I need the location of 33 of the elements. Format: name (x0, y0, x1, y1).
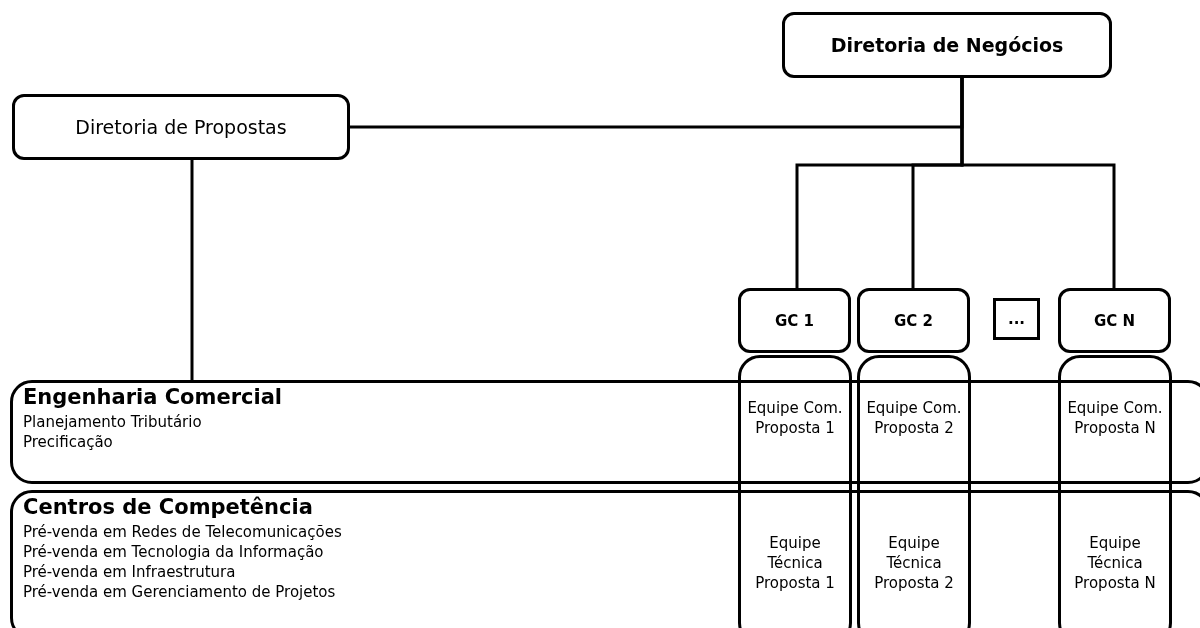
connector-line (190, 160, 194, 380)
team-label: Equipe Com. Proposta 1 (746, 398, 844, 438)
ellipsis-box (993, 298, 1040, 340)
manager-box (857, 288, 970, 353)
activity-text: Precificação (23, 433, 113, 451)
activity-text: Planejamento Tributário (23, 413, 202, 431)
team-column (1058, 355, 1172, 628)
department-title: Centros de Competência (23, 495, 313, 519)
manager-box (1058, 288, 1171, 353)
team-label: Equipe Com. Proposta 2 (865, 398, 963, 438)
activity-text: Pré-venda em Tecnologia da Informação (23, 543, 324, 561)
unit-title: Diretoria de Propostas (74, 116, 288, 138)
unit-title: ... (1006, 310, 1027, 328)
team-column (738, 355, 852, 628)
connector-line (960, 78, 1116, 288)
director-box (782, 12, 1112, 78)
unit-title: GC N (1092, 311, 1137, 330)
unit-title: GC 1 (774, 311, 815, 330)
unit-title: GC 2 (893, 311, 934, 330)
activity-text: Pré-venda em Infraestrutura (23, 563, 236, 581)
team-label: Equipe Técnica Proposta N (1073, 533, 1157, 593)
department-band (10, 380, 1200, 484)
manager-box (738, 288, 851, 353)
activity-text: Pré-venda em Redes de Telecomunicações (23, 523, 342, 541)
department-band (10, 490, 1200, 628)
team-label: Equipe Técnica Proposta 2 (873, 533, 955, 593)
unit-title: Diretoria de Negócios (829, 34, 1065, 56)
activity-text: Pré-venda em Gerenciamento de Projetos (23, 583, 336, 601)
team-column (857, 355, 971, 628)
director-box (12, 94, 350, 160)
team-label: Equipe Técnica Proposta 1 (754, 533, 836, 593)
team-label: Equipe Com. Proposta N (1066, 398, 1164, 438)
department-title: Engenharia Comercial (23, 385, 282, 409)
